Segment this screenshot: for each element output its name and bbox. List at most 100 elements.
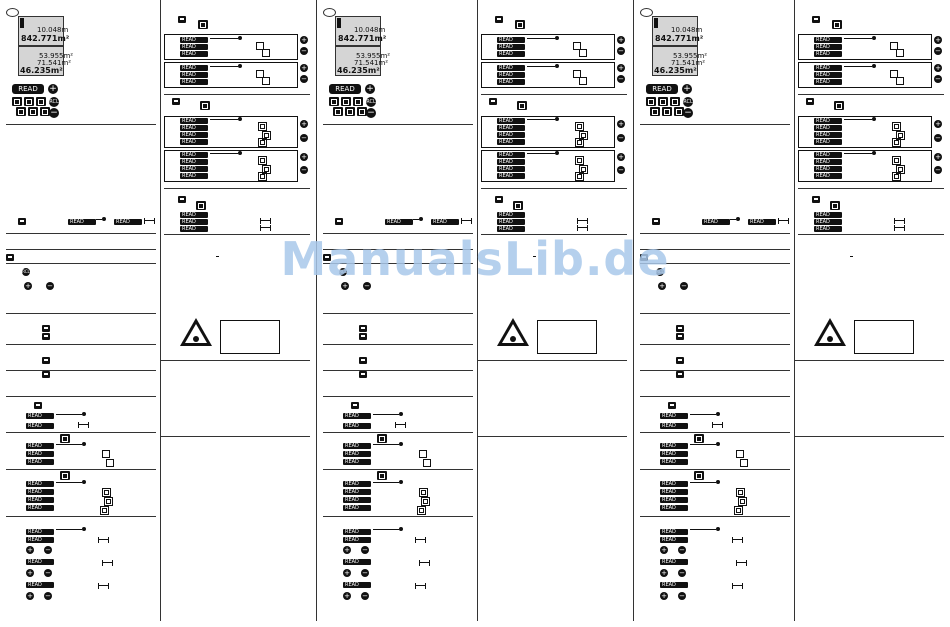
divider: [164, 188, 310, 189]
distance-icon: [712, 422, 723, 428]
volume-example-frame: [164, 150, 298, 182]
laser-dot-icon: [238, 64, 242, 68]
divider: [323, 313, 473, 314]
read-key-icon: READ: [814, 65, 842, 71]
minus-key-icon: −: [300, 134, 308, 142]
length-mode-icon: [646, 97, 656, 106]
reference-front-key-icon: [42, 357, 50, 364]
plus-button-icon: +: [365, 84, 375, 94]
laser-line: [844, 38, 872, 39]
dash: [850, 256, 853, 257]
divider: [481, 188, 627, 189]
menu-key-icon: [640, 254, 648, 261]
laser-dot-icon: [82, 527, 86, 531]
display-line-2: 842.771m²: [338, 34, 387, 43]
laser-line: [210, 153, 238, 154]
divider: [481, 234, 627, 235]
divider: [323, 233, 473, 234]
distance-icon: [732, 537, 743, 543]
area-side-icon: [419, 450, 427, 458]
laser-radiation-icon: [510, 336, 516, 342]
laser-dot-icon: [399, 412, 403, 416]
plus-key-icon: +: [660, 569, 668, 577]
divider: [794, 312, 795, 313]
distance-icon: [461, 218, 472, 224]
volume-side-icon: [575, 156, 584, 165]
read-key-icon: READ: [114, 219, 142, 225]
divider: [640, 249, 790, 250]
area-mode-icon: [24, 97, 34, 106]
volume-example-frame: [798, 150, 932, 182]
distance-icon: [98, 537, 109, 543]
divider: [160, 436, 310, 437]
menu-button-icon: [28, 107, 38, 116]
minus-key-icon: −: [361, 569, 369, 577]
plus-key-icon: +: [343, 592, 351, 600]
volume-side-icon: [575, 122, 584, 131]
display-line-4: 71.541m²: [354, 59, 389, 67]
plus-key-icon: +: [934, 64, 942, 72]
read-key-icon: READ: [660, 497, 688, 503]
divider: [798, 234, 944, 235]
read-key-icon: READ: [26, 443, 54, 449]
divider: [6, 249, 156, 250]
read-key-icon: READ: [180, 37, 208, 43]
plus-key-icon: +: [660, 546, 668, 554]
dash: [216, 256, 219, 257]
distance-icon: [260, 218, 271, 224]
read-key-icon: READ: [431, 219, 459, 225]
divider: [640, 313, 790, 314]
volume-side-icon: [258, 122, 267, 131]
divider: [6, 396, 156, 397]
minus-key-icon: −: [44, 592, 52, 600]
read-key-icon: READ: [343, 443, 371, 449]
laser-dot-icon: [238, 117, 242, 121]
language-marker-icon: [323, 8, 336, 17]
menu-key-icon: [806, 98, 814, 105]
laser-line: [373, 414, 399, 415]
recall-key-icon: RCL: [22, 268, 30, 276]
volume-side-icon: [892, 156, 901, 165]
column-divider: [794, 0, 795, 621]
area-result-icon: [579, 49, 587, 57]
reference-front-icon: [650, 107, 660, 116]
volume-example-frame: [481, 150, 615, 182]
laser-dot-icon: [102, 217, 106, 221]
area-side-icon: [736, 450, 744, 458]
laser-dot-icon: [238, 36, 242, 40]
menu-key-icon: [34, 402, 42, 409]
read-key-icon: READ: [497, 72, 525, 78]
divider: [6, 263, 156, 264]
read-key-icon: READ: [814, 51, 842, 57]
minus-key-icon: −: [46, 282, 54, 290]
divider: [794, 436, 944, 437]
indirect-mode-key-icon: [513, 201, 523, 210]
laser-line: [210, 119, 238, 120]
minus-key-icon: −: [617, 166, 625, 174]
area-result-icon: [740, 459, 748, 467]
reference-rear-icon: [40, 107, 50, 116]
read-key-icon: READ: [343, 505, 371, 511]
laser-line: [413, 219, 419, 220]
distance-icon: [102, 560, 113, 566]
divider: [323, 396, 473, 397]
laser-dot-icon: [716, 480, 720, 484]
area-side-icon: [102, 450, 110, 458]
read-key-icon: READ: [497, 37, 525, 43]
area-mode-key-icon: [377, 434, 387, 443]
minus-button-icon: −: [49, 108, 59, 118]
area-mode-key-icon: [515, 20, 525, 29]
read-key-icon: READ: [497, 212, 525, 218]
read-key-icon: READ: [814, 139, 842, 145]
read-key-icon: READ: [497, 125, 525, 131]
menu-key-icon: [359, 325, 367, 332]
plus-button-icon: +: [48, 84, 58, 94]
area-example-frame: [798, 62, 932, 88]
menu-key-icon: [812, 16, 820, 23]
laser-dot-icon: [872, 117, 876, 121]
area-example-frame: [164, 62, 298, 88]
read-key-icon: READ: [660, 443, 688, 449]
area-side-icon: [573, 70, 581, 78]
menu-key-icon: [178, 16, 186, 23]
read-key-icon: READ: [660, 537, 688, 543]
